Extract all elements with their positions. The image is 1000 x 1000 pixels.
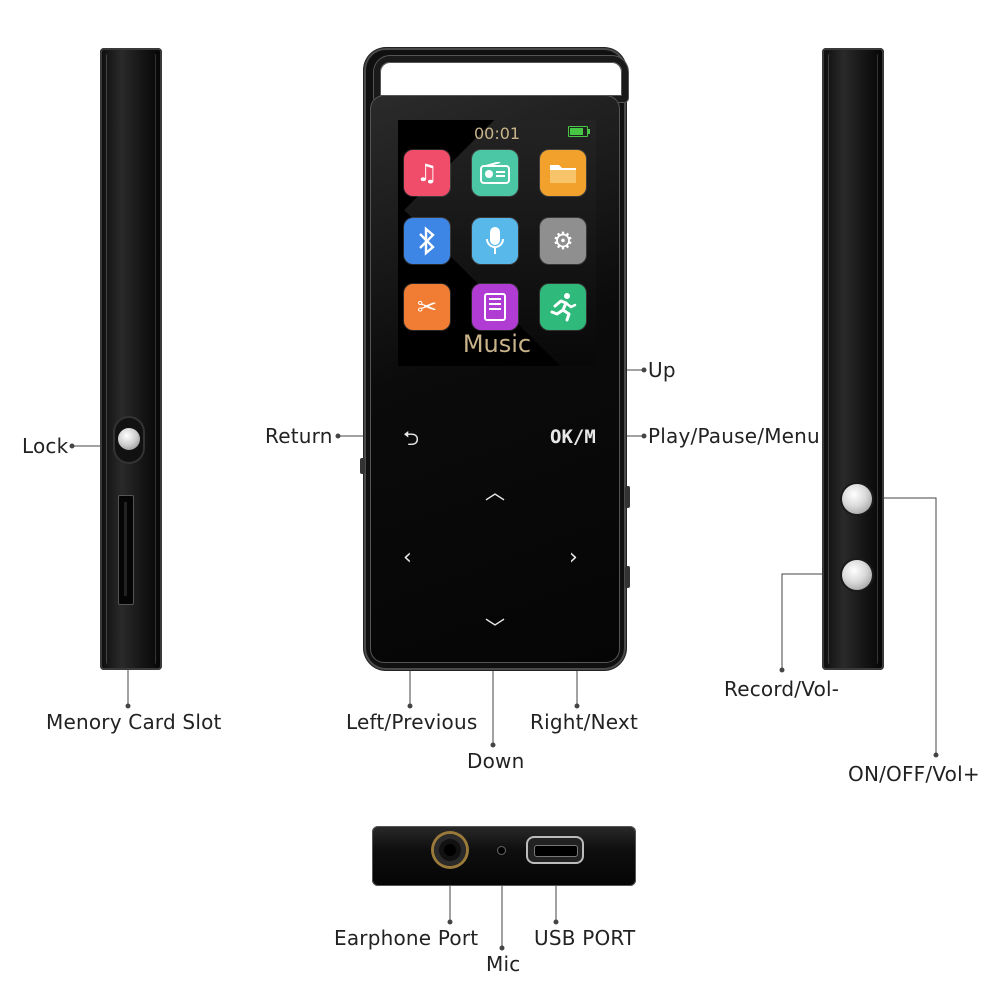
screen-selected-app-title: Music (462, 330, 532, 358)
screen-time: 00:01 (474, 124, 521, 143)
label-usb-port: USB PORT (534, 926, 636, 950)
ok-menu-key[interactable]: OK/M (550, 426, 596, 448)
up-key-icon[interactable]: ︿ (485, 480, 505, 504)
power-volume-up-button[interactable] (842, 484, 872, 514)
running-person-icon[interactable] (540, 284, 586, 330)
lock-switch[interactable] (115, 418, 143, 462)
label-record-vol-minus: Record/Vol- (724, 677, 840, 701)
label-mic: Mic (486, 952, 521, 976)
label-earphone-port: Earphone Port (334, 926, 479, 950)
right-key-icon[interactable]: › (569, 545, 578, 570)
label-return: Return (265, 424, 333, 448)
left-key-icon[interactable]: ‹ (403, 545, 412, 570)
settings-gear-icon[interactable]: ⚙ (540, 218, 586, 264)
radio-icon[interactable] (472, 150, 518, 196)
lock-switch-knob (118, 428, 140, 450)
microphone-icon[interactable] (472, 218, 518, 264)
down-key-icon[interactable]: ﹀ (485, 616, 505, 640)
right-edge-button-top (625, 486, 630, 508)
label-down: Down (467, 749, 525, 773)
music-note-icon[interactable]: ♫ (404, 150, 450, 196)
battery-icon (568, 126, 590, 137)
record-volume-down-button[interactable] (842, 560, 872, 590)
right-edge-button-bottom (625, 566, 630, 588)
label-memory-card-slot: Menory Card Slot (46, 710, 222, 734)
label-left-previous: Left/Previous (346, 710, 478, 734)
device-bottom-view (372, 826, 636, 886)
tools-icon[interactable]: ✂ (404, 284, 450, 330)
label-right-next: Right/Next (530, 710, 638, 734)
usb-port (528, 838, 582, 862)
label-up: Up (648, 358, 676, 382)
memory-card-slot (118, 495, 134, 605)
label-on-off-vol-plus: ON/OFF/Vol+ (848, 762, 980, 786)
left-edge-notch (360, 458, 365, 474)
label-play-pause-menu: Play/Pause/Menu (648, 424, 820, 448)
ebook-icon[interactable] (472, 284, 518, 330)
earphone-port (434, 834, 466, 866)
bluetooth-icon[interactable] (404, 218, 450, 264)
mic-hole (498, 847, 505, 854)
folder-icon[interactable] (540, 150, 586, 196)
return-key-icon[interactable]: ⮌ (403, 426, 420, 450)
label-lock: Lock (22, 434, 69, 458)
